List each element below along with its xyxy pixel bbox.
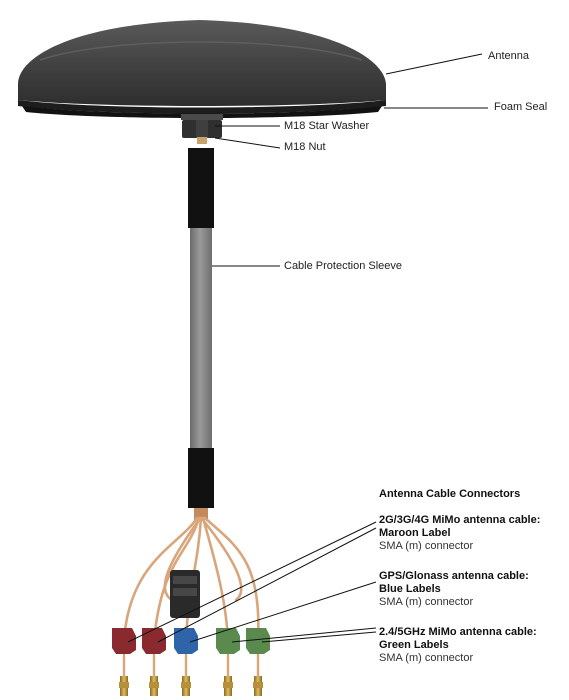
m18-nut xyxy=(182,120,222,144)
connectors-heading-text: Antenna Cable Connectors xyxy=(379,488,521,500)
blue-line1: GPS/Glonass antenna cable: xyxy=(379,570,529,582)
fanout-cables xyxy=(122,516,260,642)
sleeve-callout: Cable Protection Sleeve xyxy=(284,260,403,272)
leader-lines xyxy=(127,53,488,643)
cable-labels xyxy=(112,628,270,654)
sma-hex-nut xyxy=(253,682,263,688)
sma-hex-nut xyxy=(119,682,129,688)
sma-connectors xyxy=(119,654,263,696)
maroon-line2: Maroon Label xyxy=(379,527,451,539)
foam-seal xyxy=(22,106,382,118)
connectors-heading: Antenna Cable Connectors xyxy=(379,488,520,501)
maroon-group: 2G/3G/4G MiMo antenna cable: Maroon Labe… xyxy=(379,514,540,553)
blue-line2: Blue Labels xyxy=(379,583,441,595)
blue-label xyxy=(174,628,198,654)
nut-callout: M18 Nut xyxy=(284,141,326,153)
maroon-line1: 2G/3G/4G MiMo antenna cable: xyxy=(379,514,541,526)
green-group: 2.4/5GHz MiMo antenna cable: Green Label… xyxy=(379,626,537,665)
blue-group: GPS/Glonass antenna cable: Blue Labels S… xyxy=(379,570,529,609)
blue-line3: SMA (m) connector xyxy=(379,596,474,608)
maroon-line3: SMA (m) connector xyxy=(379,540,474,552)
inline-module xyxy=(170,570,200,618)
green-line1: 2.4/5GHz MiMo antenna cable: xyxy=(379,626,537,638)
cable-protection-sleeve xyxy=(188,148,214,520)
green-line3: SMA (m) connector xyxy=(379,652,474,664)
green-label xyxy=(216,628,240,654)
maroon-label xyxy=(112,628,136,654)
antenna-housing xyxy=(18,20,386,114)
maroon-label xyxy=(142,628,166,654)
sma-hex-nut xyxy=(223,682,233,688)
sma-hex-nut xyxy=(181,682,191,688)
star-washer-callout: M18 Star Washer xyxy=(284,120,370,132)
green-line2: Green Labels xyxy=(379,639,449,651)
sma-hex-nut xyxy=(149,682,159,688)
foam-seal-callout: Foam Seal xyxy=(494,101,548,113)
antenna-callout: Antenna xyxy=(488,50,529,62)
m18-star-washer xyxy=(181,114,223,120)
green-label xyxy=(246,628,270,654)
